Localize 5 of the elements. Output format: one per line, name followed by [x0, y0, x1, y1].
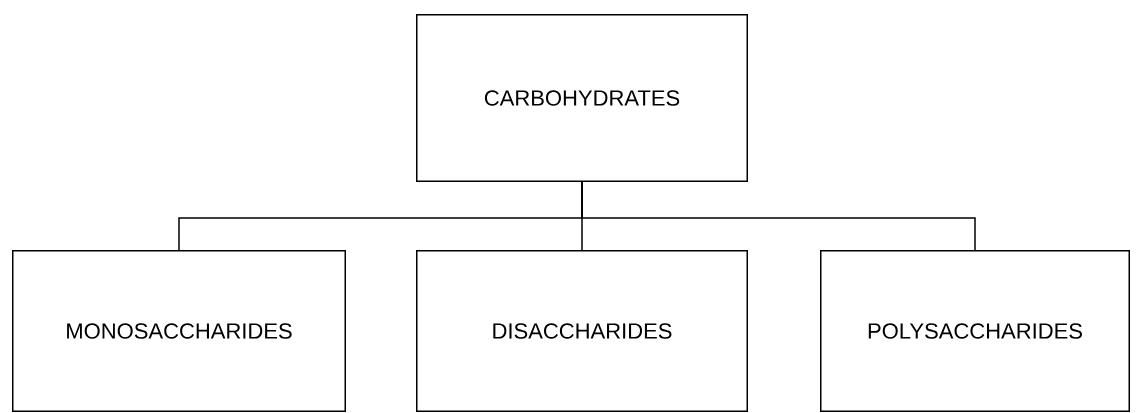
category-box: CARBOHYDRATES — [416, 14, 748, 182]
connector-line — [581, 181, 976, 251]
category-box: MONOSACCHARIDES — [12, 250, 346, 412]
category-box: POLYSACCHARIDES — [820, 250, 1130, 412]
category-box: DISACCHARIDES — [416, 250, 748, 412]
